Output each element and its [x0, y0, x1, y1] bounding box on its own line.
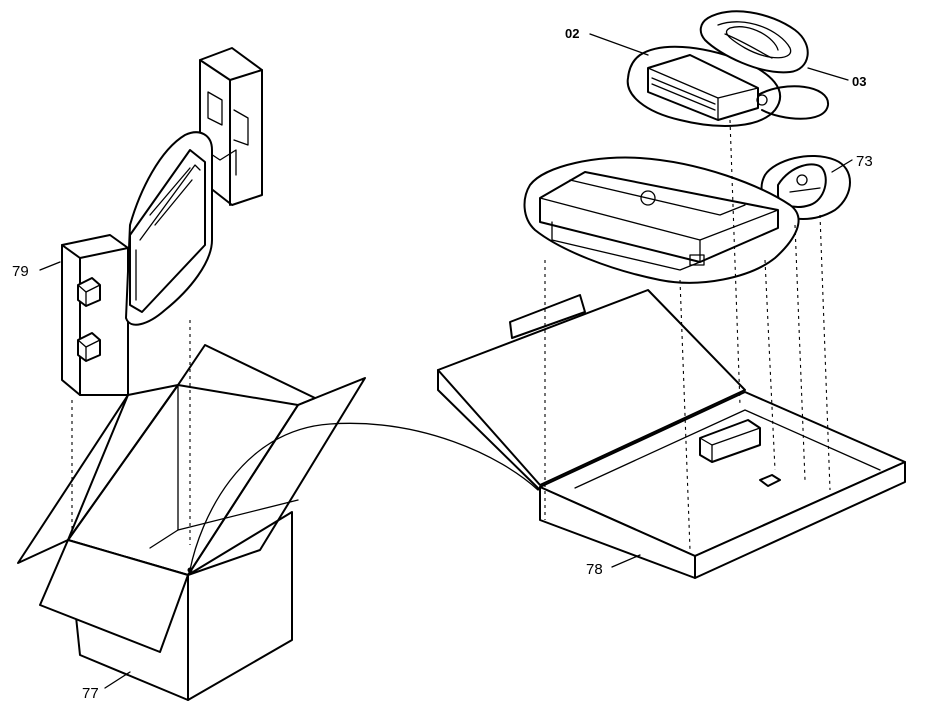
callout-cord: 03 [852, 74, 866, 89]
notebook-in-bag-lying [523, 156, 800, 284]
end-cap-right [199, 47, 263, 206]
assembly-curve [189, 422, 539, 571]
mouse-bag [760, 154, 851, 220]
callout-carton: 77 [82, 685, 99, 702]
shipping-carton [17, 344, 366, 701]
callout-leaders [39, 33, 853, 689]
power-cord-bag [699, 10, 809, 74]
callout-adapter: 02 [565, 26, 579, 41]
notebook-in-bag-standing [125, 131, 213, 326]
callout-mouse: 73 [856, 153, 873, 170]
power-adapter-bag [626, 45, 830, 127]
end-cap-left [61, 234, 129, 396]
assembly-guide-lines [71, 119, 831, 551]
assembly-curve-end [187, 567, 193, 573]
callout-tray: 78 [586, 561, 603, 578]
accessory-tray [437, 289, 906, 579]
callout-end-caps: 79 [12, 263, 29, 280]
